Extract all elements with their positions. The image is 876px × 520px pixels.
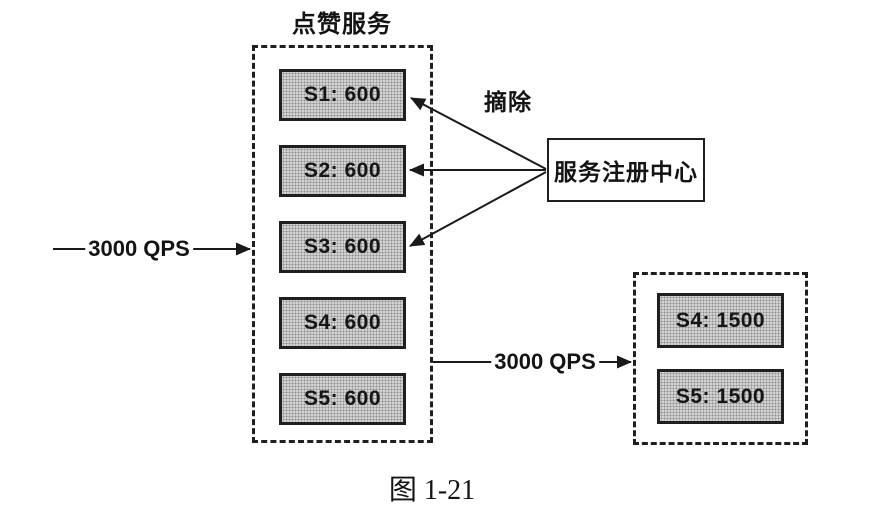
incoming-qps-label: 3000 QPS — [85, 236, 193, 262]
service-registry-box: 服务注册中心 — [547, 138, 705, 202]
server-s4: S4: 600 — [279, 297, 406, 349]
figure-caption: 图 1-21 — [388, 475, 476, 506]
server-s2: S2: 600 — [279, 145, 406, 197]
server-s4-scaled: S4: 1500 — [657, 293, 784, 348]
server-s5: S5: 600 — [279, 373, 406, 425]
server-s1: S1: 600 — [279, 69, 406, 121]
server-s3: S3: 600 — [279, 221, 406, 273]
remove-action-label: 摘除 — [484, 89, 532, 115]
like-service-cluster: S1: 600 S2: 600 S3: 600 S4: 600 S5: 600 — [252, 45, 433, 443]
redirected-qps-label: 3000 QPS — [491, 349, 599, 375]
like-service-title: 点赞服务 — [292, 11, 392, 38]
scaled-service-cluster: S4: 1500 S5: 1500 — [633, 272, 808, 445]
server-s5-scaled: S5: 1500 — [657, 369, 784, 424]
